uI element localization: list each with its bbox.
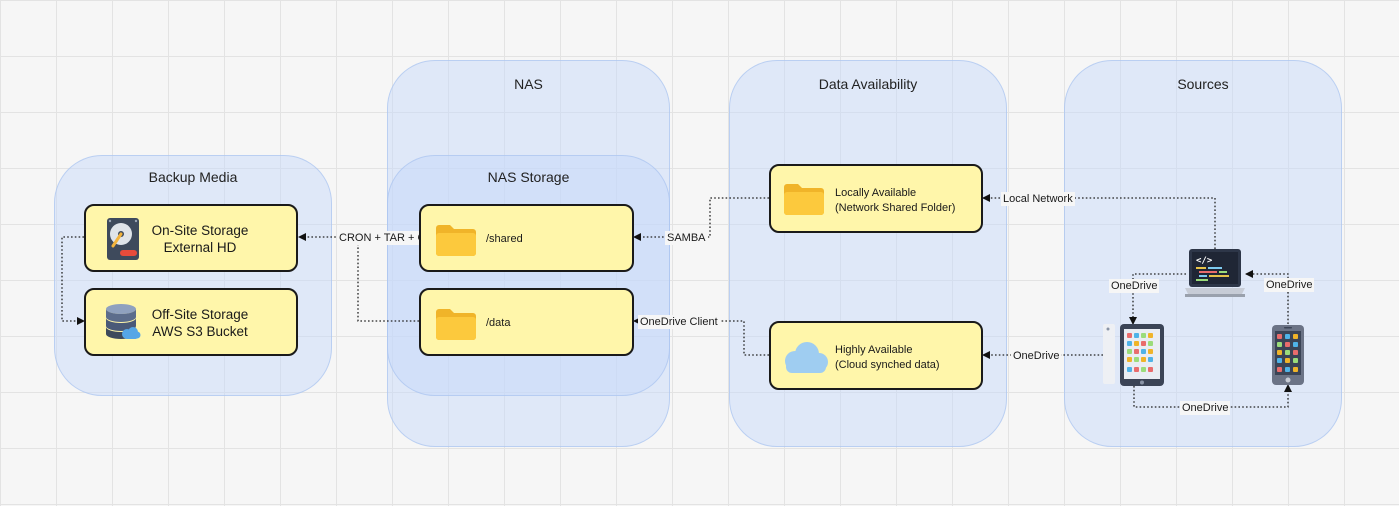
database-cloud-icon (106, 304, 141, 339)
offsite-label: Off-Site Storage AWS S3 Bucket (140, 306, 260, 340)
phone-icon[interactable] (1271, 324, 1305, 386)
data-label: /data (486, 317, 511, 329)
edge-label-onedrive-cloud: OneDrive (1011, 349, 1062, 363)
edge-label-onedrive-phone-laptop: OneDrive (1264, 278, 1315, 292)
local-label: Locally Available (Network Shared Folder… (835, 186, 955, 216)
edge-label-samba: SAMBA (665, 231, 708, 245)
group-nas-title: NAS (514, 76, 543, 92)
edge-label-local-network: Local Network (1001, 192, 1075, 206)
node-data[interactable]: /data (419, 288, 634, 356)
shared-label: /shared (486, 233, 523, 245)
folder-icon (784, 184, 824, 215)
edge-onedrive-phone-laptop (1245, 270, 1289, 324)
cloud-line1: Highly Available (835, 344, 913, 356)
cloud-line2: (Cloud synched data) (835, 359, 940, 371)
onsite-line2: External HD (163, 240, 237, 255)
node-offsite-storage[interactable]: Off-Site Storage AWS S3 Bucket (84, 288, 298, 356)
cloud-label: Highly Available (Cloud synched data) (835, 343, 940, 373)
edge-cron-tar-gzip (298, 233, 419, 322)
edge-label-cron: CRON + TAR + GZIP (337, 231, 446, 245)
folder-icon (436, 309, 476, 340)
edge-label-onedrive-laptop-tablet: OneDrive (1109, 279, 1160, 293)
cloud-icon (785, 342, 828, 373)
node-onsite-storage[interactable]: On-Site Storage External HD (84, 204, 298, 272)
local-line2: (Network Shared Folder) (835, 202, 956, 214)
node-shared[interactable]: /shared (419, 204, 634, 272)
group-nas-storage-title: NAS Storage (487, 169, 570, 185)
edge-label-onedrive-client: OneDrive Client (638, 315, 720, 329)
node-highly-available[interactable]: Highly Available (Cloud synched data) (769, 321, 983, 390)
hard-drive-icon (107, 218, 139, 260)
edge-onsite-offsite (61, 236, 85, 325)
local-line1: Locally Available (835, 187, 917, 199)
group-backup-media-title: Backup Media (148, 169, 238, 185)
group-data-availability-title: Data Availability (818, 76, 918, 92)
group-sources-title: Sources (1177, 76, 1229, 92)
svg-text:</>: </> (1196, 256, 1213, 266)
folder-icon (436, 225, 476, 256)
laptop-icon[interactable]: </> (1185, 248, 1247, 302)
tablet-icon[interactable] (1103, 323, 1165, 387)
offsite-line2: AWS S3 Bucket (152, 324, 248, 339)
node-locally-available[interactable]: Locally Available (Network Shared Folder… (769, 164, 983, 233)
edge-label-onedrive-tablet-phone: OneDrive (1180, 401, 1231, 415)
offsite-line1: Off-Site Storage (151, 307, 249, 322)
onsite-line1: On-Site Storage (151, 223, 249, 238)
onsite-label: On-Site Storage External HD (140, 222, 260, 256)
